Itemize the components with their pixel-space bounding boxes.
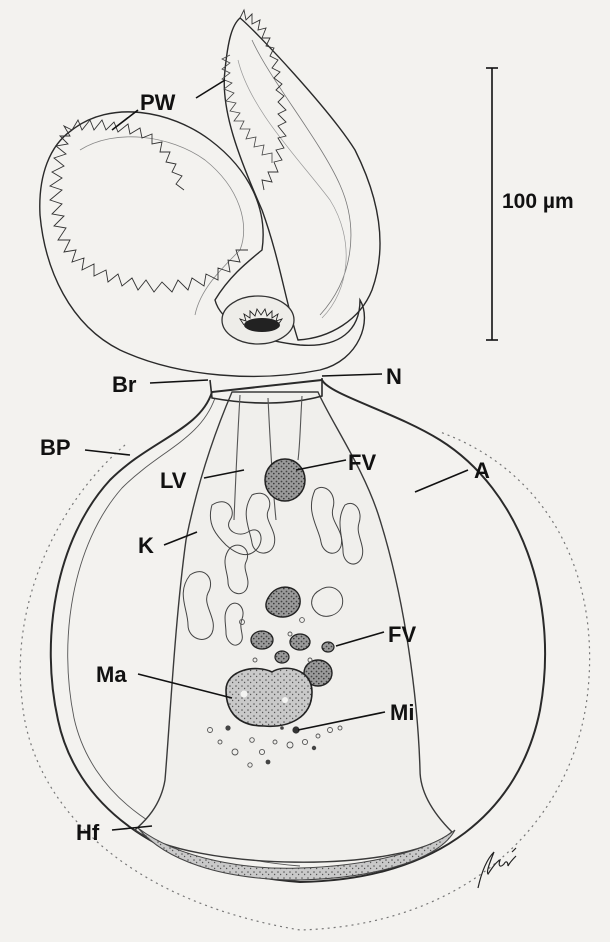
label-fv-bottom: FV (388, 622, 416, 647)
artist-signature (478, 848, 516, 888)
label-br: Br (112, 372, 137, 397)
peristome-wing-right-fold (238, 60, 346, 318)
cytostome (244, 318, 280, 332)
macronucleus (226, 668, 312, 726)
cilia-fringe-left-top (72, 120, 184, 190)
label-ma: Ma (96, 662, 127, 687)
food-vacuole-upper (265, 459, 305, 501)
cilia-fringe-right (240, 10, 286, 190)
food-vacuole-4 (275, 651, 289, 663)
label-fv-top: FV (348, 450, 376, 475)
label-lv: LV (160, 468, 187, 493)
label-k: K (138, 533, 154, 558)
label-hf: Hf (76, 820, 100, 845)
label-bp: BP (40, 435, 71, 460)
label-a: A (474, 458, 490, 483)
nucleolus-1 (241, 691, 248, 698)
food-vacuole-6 (322, 642, 334, 652)
label-mi: Mi (390, 700, 414, 725)
nucleolus-2 (282, 697, 288, 703)
scale-bar-label: 100 µm (502, 190, 574, 213)
label-n: N (386, 364, 402, 389)
cilia-fringe-left (50, 126, 248, 292)
cilia-fringe-right-inner (222, 55, 272, 163)
scale-bar: 100 µm (486, 68, 574, 340)
food-vacuole-2 (251, 631, 273, 649)
food-vacuole-3 (290, 634, 310, 650)
label-pw: PW (140, 90, 176, 115)
peristome-wing-left-inner (80, 137, 244, 315)
peristome (40, 10, 380, 376)
peristome-wing-right (224, 18, 380, 340)
